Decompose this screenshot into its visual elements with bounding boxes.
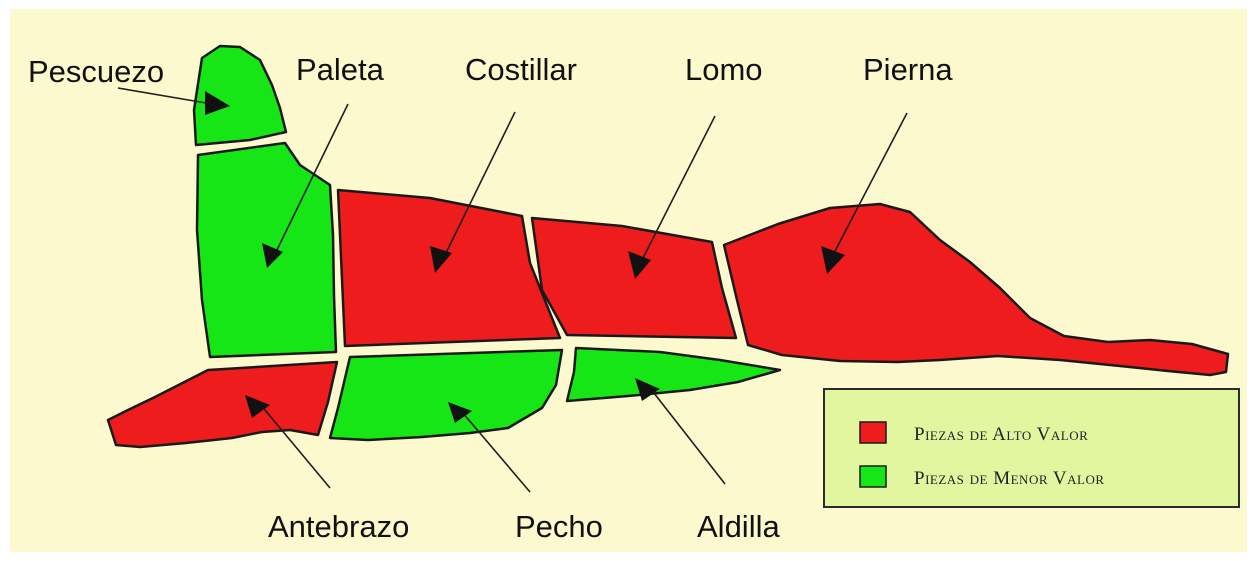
label-antebrazo: Antebrazo (268, 509, 409, 544)
cut-region-costillar[interactable] (338, 190, 560, 346)
cut-region-pecho[interactable] (330, 350, 562, 440)
pointer-line-aldilla (650, 388, 725, 484)
legend-label-low-value: Piezas de Menor Valor (914, 468, 1105, 489)
cut-region-aldilla[interactable] (567, 348, 780, 401)
label-lomo: Lomo (685, 52, 763, 87)
label-paleta: Paleta (296, 52, 385, 87)
cut-region-pierna[interactable] (724, 204, 1228, 375)
label-pecho: Pecho (515, 509, 603, 544)
label-pescuezo: Pescuezo (28, 54, 164, 89)
legend-swatch-high-value (860, 422, 886, 443)
label-costillar: Costillar (465, 52, 577, 87)
label-pierna: Pierna (863, 52, 953, 87)
legend-swatch-low-value (860, 466, 886, 487)
cut-region-lomo[interactable] (532, 218, 736, 338)
legend: Piezas de Alto Valor Piezas de Menor Val… (824, 389, 1239, 507)
label-aldilla: Aldilla (697, 509, 780, 544)
legend-box (824, 389, 1239, 507)
legend-label-high-value: Piezas de Alto Valor (914, 424, 1088, 445)
cut-region-antebrazo[interactable] (108, 362, 337, 447)
